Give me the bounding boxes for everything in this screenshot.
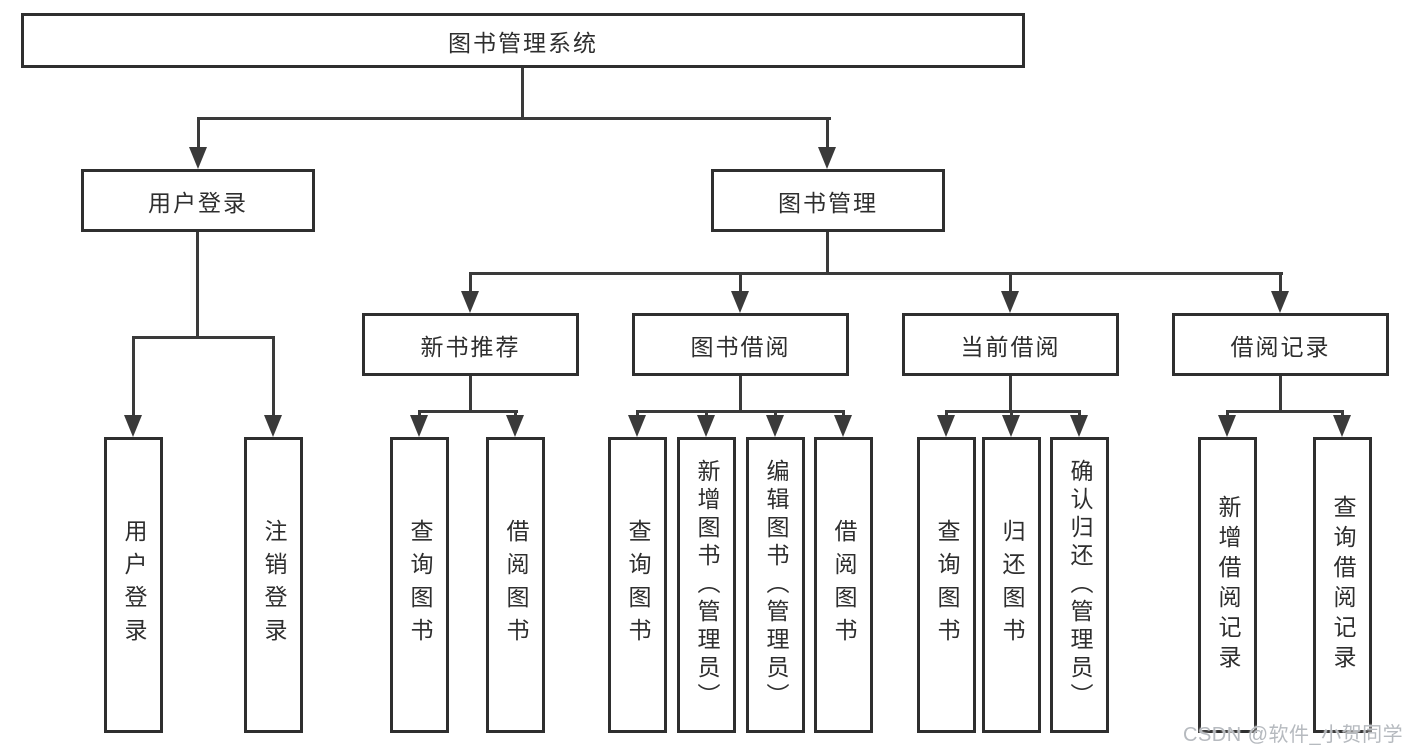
node-label: 借阅记录 <box>1230 333 1331 360</box>
connector-line <box>826 232 829 275</box>
connector-line <box>945 410 948 418</box>
leaf-label: 新增图书（管理员） <box>694 459 720 711</box>
arrow-down-icon <box>697 415 715 437</box>
leaf-query-book-recommend: 查询图书 <box>390 437 449 733</box>
connector-line <box>196 232 199 339</box>
leaf-label: 查询图书 <box>407 519 433 651</box>
arrow-down-icon <box>1002 415 1020 437</box>
leaf-label: 查询图书 <box>625 519 651 651</box>
leaf-user-login: 用户登录 <box>104 437 163 733</box>
leaf-label: 编辑图书（管理员） <box>763 459 789 711</box>
arrow-down-icon <box>1001 291 1019 313</box>
node-label: 当前借阅 <box>960 333 1061 360</box>
connector-line <box>636 410 845 413</box>
node-user-login: 用户登录 <box>81 169 315 232</box>
node-label: 图书管理系统 <box>448 29 598 56</box>
leaf-query-book-borrow: 查询图书 <box>608 437 667 733</box>
leaf-label: 查询借阅记录 <box>1330 495 1356 675</box>
leaf-label: 注销登录 <box>261 519 287 651</box>
arrow-down-icon <box>1218 415 1236 437</box>
connector-line <box>197 117 200 152</box>
arrow-down-icon <box>766 415 784 437</box>
leaf-label: 确认归还（管理员） <box>1067 459 1093 711</box>
leaf-add-borrow-record: 新增借阅记录 <box>1198 437 1257 733</box>
connector-line <box>774 410 777 418</box>
node-label: 图书借阅 <box>690 333 791 360</box>
node-current-borrow: 当前借阅 <box>902 313 1119 376</box>
node-new-book-recommend: 新书推荐 <box>362 313 579 376</box>
arrow-down-icon <box>506 415 524 437</box>
leaf-label: 归还图书 <box>999 519 1025 651</box>
arrow-down-icon <box>628 415 646 437</box>
arrow-down-icon <box>189 147 207 169</box>
leaf-label: 新增借阅记录 <box>1215 495 1241 675</box>
connector-line <box>1341 410 1344 418</box>
leaf-return-book: 归还图书 <box>982 437 1041 733</box>
node-library-management-system: 图书管理系统 <box>21 13 1025 68</box>
leaf-label: 借阅图书 <box>503 519 529 651</box>
connector-line <box>132 336 135 418</box>
connector-line <box>1279 376 1282 413</box>
csdn-watermark: CSDN @软件_小贺同学 <box>1183 724 1404 746</box>
node-book-management: 图书管理 <box>711 169 945 232</box>
connector-line <box>1226 410 1229 418</box>
connector-line <box>739 272 742 294</box>
arrow-down-icon <box>461 291 479 313</box>
leaf-borrow-book-recommend: 借阅图书 <box>486 437 545 733</box>
node-borrow-records: 借阅记录 <box>1172 313 1389 376</box>
connector-line <box>521 68 524 119</box>
arrow-down-icon <box>834 415 852 437</box>
connector-line <box>469 376 472 413</box>
connector-line <box>1009 272 1012 294</box>
connector-line <box>826 117 829 152</box>
leaf-logout: 注销登录 <box>244 437 303 733</box>
connector-line <box>1009 376 1012 413</box>
connector-line <box>1279 272 1282 294</box>
leaf-label: 查询图书 <box>934 519 960 651</box>
connector-line <box>469 272 472 294</box>
connector-line <box>469 272 1283 275</box>
arrow-down-icon <box>1070 415 1088 437</box>
connector-line <box>739 376 742 413</box>
connector-line <box>1226 410 1344 413</box>
connector-line <box>514 410 517 418</box>
leaf-confirm-return-admin: 确认归还（管理员） <box>1050 437 1109 733</box>
arrow-down-icon <box>731 291 749 313</box>
connector-line <box>418 410 518 413</box>
leaf-edit-book-admin: 编辑图书（管理员） <box>746 437 805 733</box>
leaf-add-book-admin: 新增图书（管理员） <box>677 437 736 733</box>
node-label: 用户登录 <box>148 189 248 216</box>
arrow-down-icon <box>124 415 142 437</box>
arrow-down-icon <box>410 415 428 437</box>
connector-line <box>197 117 831 120</box>
arrow-down-icon <box>1271 291 1289 313</box>
connector-line <box>418 410 421 418</box>
arrow-down-icon <box>1333 415 1351 437</box>
arrow-down-icon <box>264 415 282 437</box>
connector-line <box>842 410 845 418</box>
connector-line <box>705 410 708 418</box>
leaf-query-borrow-record: 查询借阅记录 <box>1313 437 1372 733</box>
connector-line <box>636 410 639 418</box>
connector-line <box>132 336 275 339</box>
connector-line <box>272 336 275 418</box>
leaf-label: 用户登录 <box>121 519 147 651</box>
node-book-borrow: 图书借阅 <box>632 313 849 376</box>
arrow-down-icon <box>818 147 836 169</box>
leaf-query-book-current: 查询图书 <box>917 437 976 733</box>
connector-line <box>945 410 1081 413</box>
leaf-label: 借阅图书 <box>831 519 857 651</box>
arrow-down-icon <box>937 415 955 437</box>
node-label: 图书管理 <box>778 189 878 216</box>
node-label: 新书推荐 <box>420 333 521 360</box>
connector-line <box>1078 410 1081 418</box>
connector-line <box>1010 410 1013 418</box>
leaf-borrow-book: 借阅图书 <box>814 437 873 733</box>
